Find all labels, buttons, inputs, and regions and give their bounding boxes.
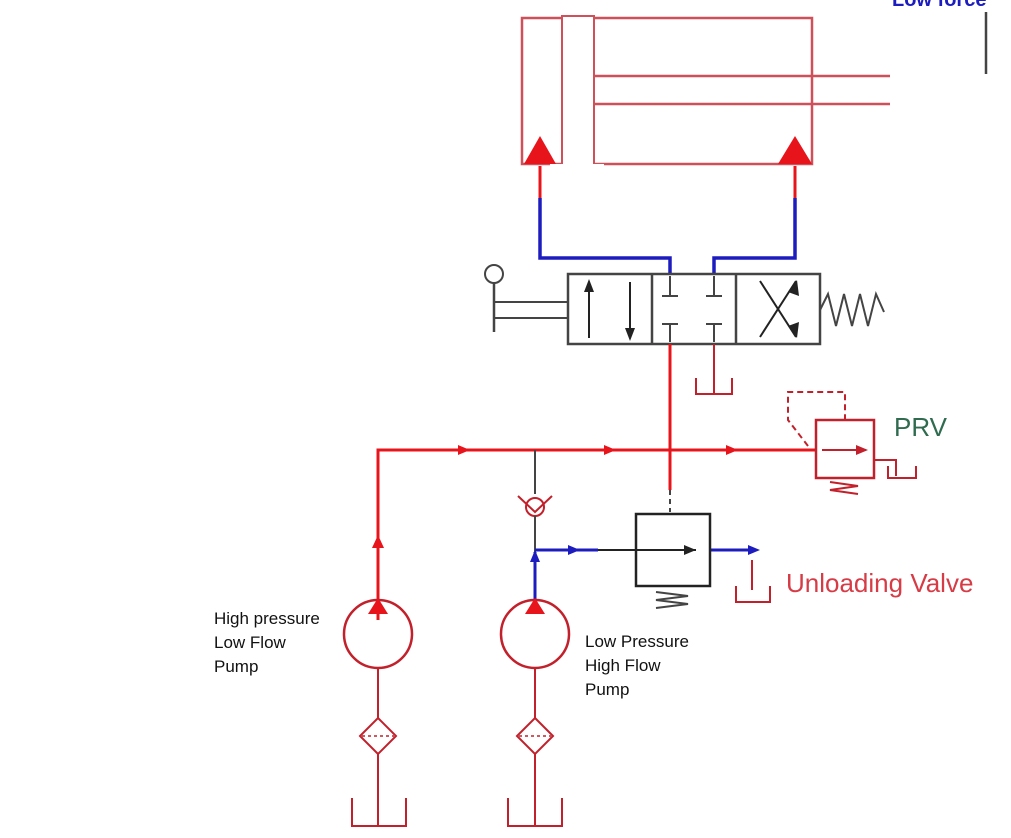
unloading-valve-label: Unloading Valve: [786, 568, 973, 598]
cap-port-triangle: [524, 136, 556, 164]
spring-return-icon: [819, 290, 885, 327]
directional-control-valve: [566, 272, 822, 346]
reservoir-icon: [507, 798, 563, 827]
reservoir-icon: [351, 798, 407, 827]
svg-text:Pump: Pump: [214, 657, 258, 676]
svg-text:High pressure: High pressure: [214, 609, 320, 628]
pressure-lines: [372, 344, 815, 620]
svg-text:Pump: Pump: [585, 680, 629, 699]
hp-pump-label: High pressure Low Flow Pump: [214, 609, 320, 676]
prv-label: PRV: [894, 412, 948, 442]
unloading-valve: [598, 512, 771, 609]
filter-icon: [515, 716, 555, 756]
lever-actuator: [484, 264, 568, 332]
cylinder-supply-lines: [538, 166, 797, 274]
pressure-relief-valve: [787, 391, 917, 495]
hydraulic-cylinder: [520, 15, 894, 182]
hp-low-flow-pump: [342, 598, 414, 827]
low-pressure-line: [530, 545, 760, 600]
lp-high-flow-pump: [499, 598, 571, 827]
top-right-label: Low force: [892, 0, 986, 11]
filter-icon: [358, 716, 398, 756]
rod-port-triangle: [778, 136, 812, 164]
tank-icon: [695, 344, 733, 395]
lp-pump-label: Low Pressure High Flow Pump: [585, 632, 689, 699]
check-valve: [517, 450, 553, 552]
svg-text:Low Pressure: Low Pressure: [585, 632, 689, 651]
svg-text:Low Flow: Low Flow: [214, 633, 287, 652]
svg-text:High Flow: High Flow: [585, 656, 661, 675]
